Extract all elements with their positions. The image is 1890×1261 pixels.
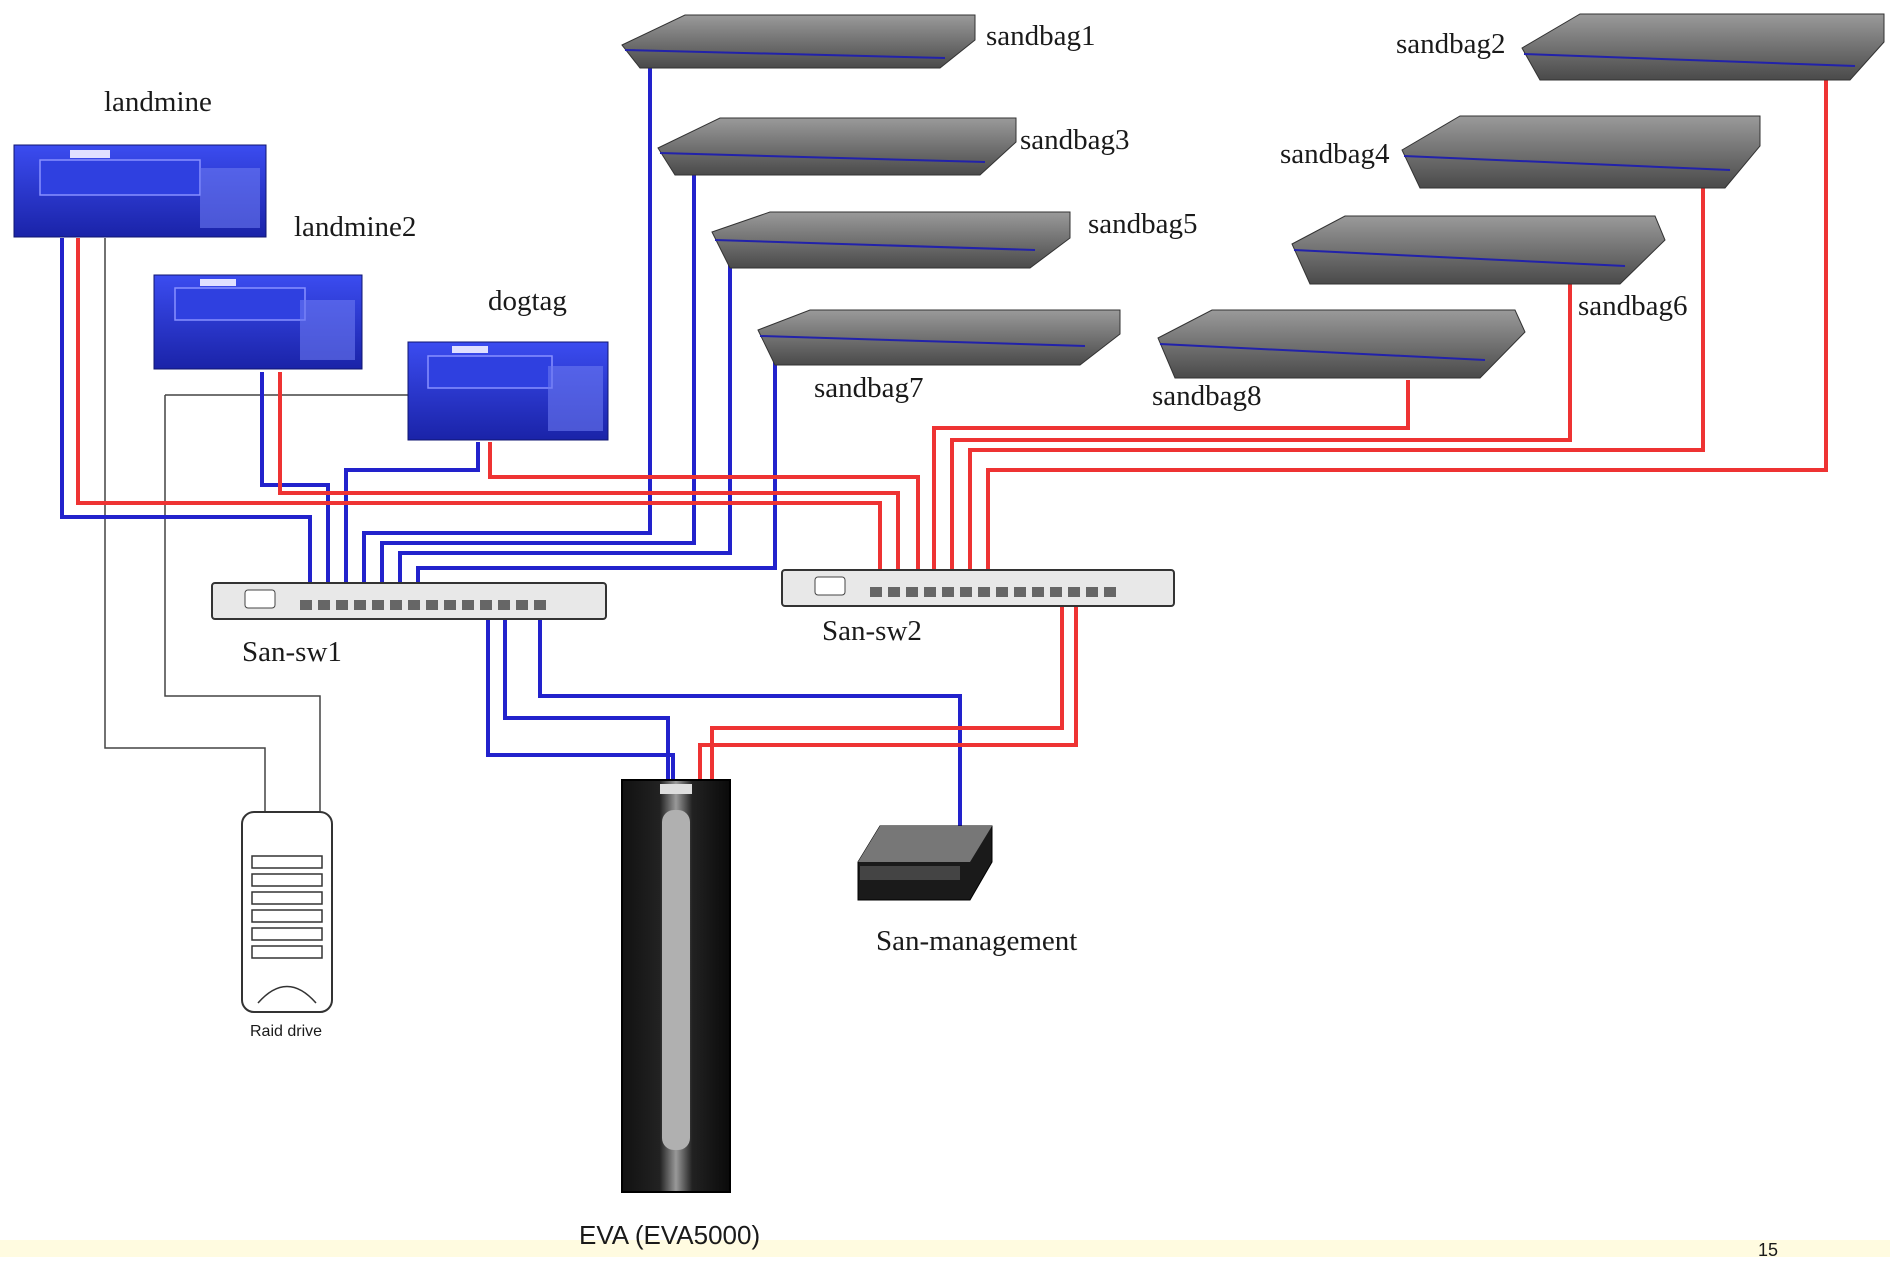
lan-cables <box>104 238 410 812</box>
blade-sandbag1 <box>621 14 976 69</box>
footer-band <box>0 1240 1890 1257</box>
switch-san-sw2 <box>781 569 1175 607</box>
page-number: 15 <box>1758 1240 1779 1260</box>
server-dogtag <box>407 341 609 441</box>
switch-san-sw1 <box>211 582 607 620</box>
server-landmine <box>13 144 267 238</box>
blade-sandbag8 <box>1157 309 1526 379</box>
label-san-management: San-management <box>876 925 1078 957</box>
label-sandbag8: sandbag8 <box>1152 380 1262 412</box>
raid-drive <box>241 811 333 1013</box>
storage-eva5000 <box>621 779 731 1193</box>
blade-sandbag6 <box>1291 215 1666 285</box>
sun-logo-icon <box>200 279 236 286</box>
label-sandbag1: sandbag1 <box>986 20 1096 52</box>
label-sandbag3: sandbag3 <box>1020 124 1130 156</box>
cables <box>60 62 1828 827</box>
label-sandbag4: sandbag4 <box>1280 138 1390 170</box>
blade-sandbag4 <box>1401 115 1761 189</box>
blade-sandbag5 <box>711 211 1071 269</box>
sun-logo-icon <box>452 346 488 353</box>
label-raid-drive: Raid drive <box>250 1023 323 1040</box>
label-sandbag5: sandbag5 <box>1088 208 1198 240</box>
fabric-b-cables <box>76 68 1828 782</box>
label-landmine2: landmine2 <box>294 211 417 243</box>
label-sandbag7: sandbag7 <box>814 372 924 404</box>
blade-sandbag3 <box>657 117 1017 176</box>
server-landmine2 <box>153 274 363 370</box>
sun-logo-icon <box>70 150 110 158</box>
label-san-sw1: San-sw1 <box>242 636 342 668</box>
label-sandbag2: sandbag2 <box>1396 28 1506 60</box>
blade-sandbag7 <box>757 309 1121 366</box>
label-sandbag6: sandbag6 <box>1578 290 1688 322</box>
label-dogtag: dogtag <box>488 285 567 317</box>
label-eva: EVA (EVA5000) <box>579 1220 761 1250</box>
label-landmine: landmine <box>104 86 212 118</box>
label-san-sw2: San-sw2 <box>822 615 922 647</box>
blade-sandbag2 <box>1521 13 1885 81</box>
san-management-appliance <box>857 825 993 901</box>
